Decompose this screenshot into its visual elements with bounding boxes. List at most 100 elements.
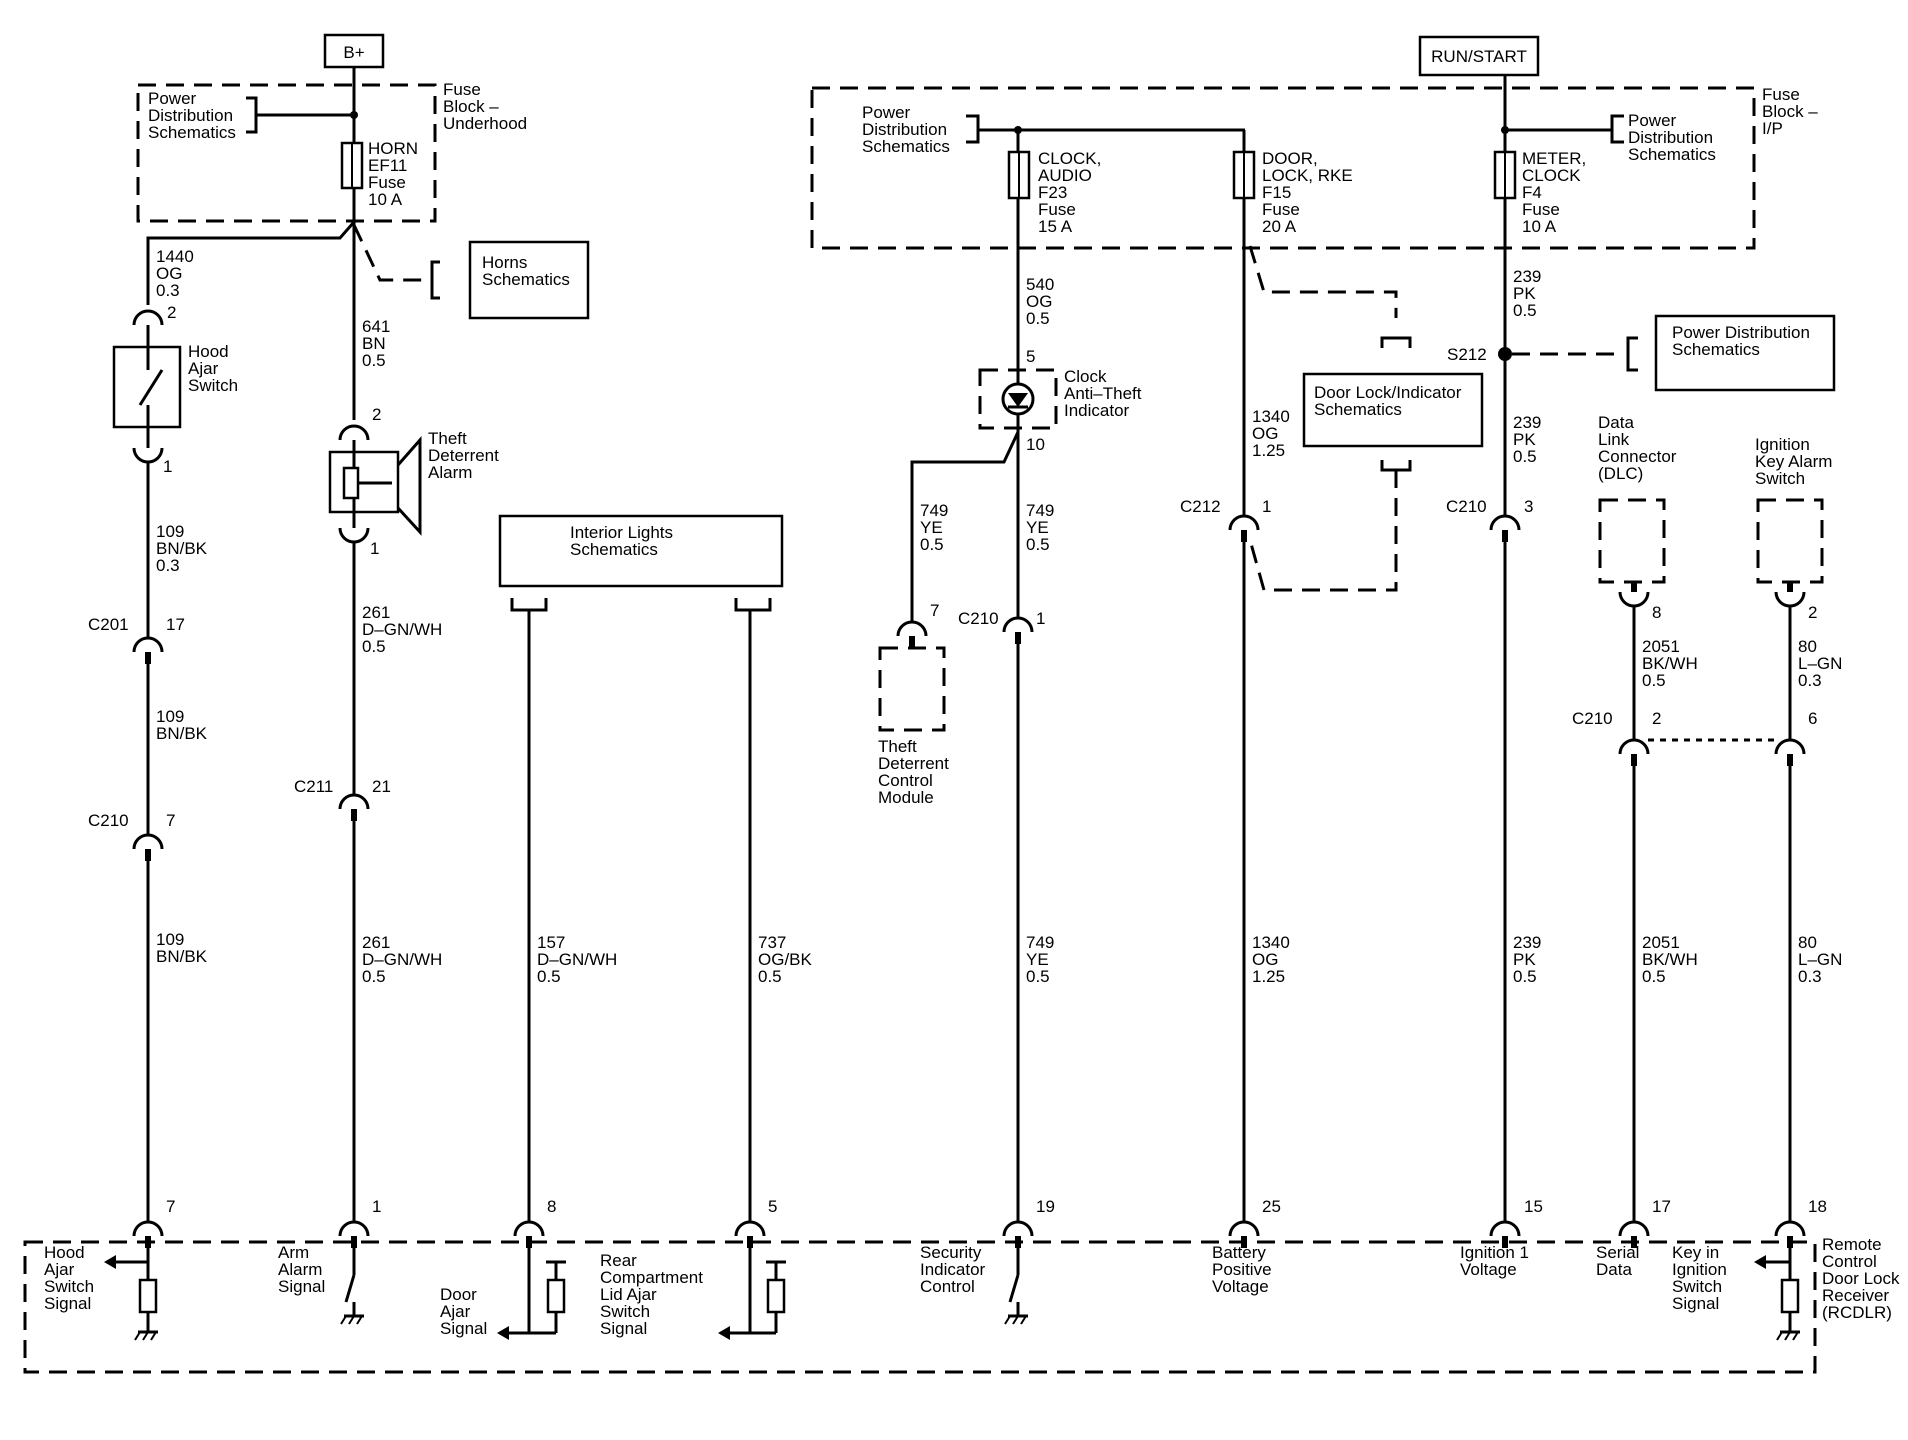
label-wires-w261a-1: D–GN/WH: [362, 620, 442, 639]
label-fuse_block_underhood-pds-0: Power: [148, 89, 197, 108]
label-pins-ind_bot: 10: [1026, 435, 1045, 454]
label-signals-hood-3: Signal: [44, 1294, 91, 1313]
label-connectors-c201: C201: [88, 615, 129, 634]
label-pins-c201_hood: 17: [166, 615, 185, 634]
label-fuse_block_ip-label-0: Fuse: [1762, 85, 1800, 104]
runstart-source: RUN/START: [1418, 35, 1540, 77]
label-fuse_block_underhood-horn_fuse-3: 10 A: [368, 190, 403, 209]
label-pins-hood_top: 2: [167, 303, 176, 322]
label-wires-w1340b-1: OG: [1252, 950, 1278, 969]
door-lock-indicator-ref: Door Lock/Indicator Schematics: [1248, 245, 1484, 592]
label-pins-r_batt: 25: [1262, 1197, 1281, 1216]
label-signals-security-0: Security: [920, 1243, 982, 1262]
clock-anti-theft-indicator: 5 Clock Anti–Theft Indicator 10: [978, 347, 1142, 454]
label-wires-w2051b-2: 0.5: [1642, 967, 1666, 986]
label-fuse_block_underhood-horn_fuse-1: EF11: [368, 156, 407, 175]
label-signals-battery-1: Positive: [1212, 1260, 1272, 1279]
label-connectors-c210: C210: [1572, 709, 1613, 728]
label-fuse_block_ip-meter_fuse-4: 10 A: [1522, 217, 1557, 236]
label-wires-w2051a-0: 2051: [1642, 637, 1680, 656]
label-components-theft_alarm-0: Theft: [428, 429, 467, 448]
label-wires-w540-0: 540: [1026, 275, 1054, 294]
label-pins-r_serial: 17: [1652, 1197, 1671, 1216]
label-connectors-c210: C210: [88, 811, 129, 830]
label-wires-w1440-2: 0.3: [156, 281, 180, 300]
label-wires-w737-2: 0.5: [758, 967, 782, 986]
label-components-rcdlr-0: Remote: [1822, 1235, 1882, 1254]
theft-deterrent-control-module: 7 Theft Deterrent Control Module: [878, 601, 949, 807]
label-signals-rear-4: Signal: [600, 1319, 647, 1338]
label-wires-w749c-0: 749: [1026, 933, 1054, 952]
label-signals-hood-1: Ajar: [44, 1260, 75, 1279]
label-wires-w749a-0: 749: [920, 501, 948, 520]
label-components-clock_indicator-0: Clock: [1064, 367, 1107, 386]
wire-749b-label: 749 YE 0.5: [1026, 501, 1054, 554]
label-components-hood_ajar_switch-2: Switch: [188, 376, 238, 395]
pds-ref-ip-right: Power Distribution Schematics: [1501, 111, 1716, 164]
label-connectors-c212: C212: [1180, 497, 1221, 516]
label-components-dlc-0: Data: [1598, 413, 1634, 432]
label-fuse_block_underhood-label-0: Fuse: [443, 80, 481, 99]
label-wires-w641-1: BN: [362, 334, 386, 353]
label-components-dlc-2: Connector: [1598, 447, 1677, 466]
wire-157-label: 157 D–GN/WH 0.5: [537, 933, 617, 986]
label-signals-security-2: Control: [920, 1277, 975, 1296]
door-ajar-signal-circuit: Door Ajar Signal: [440, 1248, 566, 1340]
label-components-hood_ajar_switch-1: Ajar: [188, 359, 219, 378]
wire-261b-label: 261 D–GN/WH 0.5: [362, 933, 442, 986]
wire-80b-label: 80 L–GN 0.3: [1798, 933, 1842, 986]
label-pins-r_rear: 5: [768, 1197, 777, 1216]
label-connectors-s212: S212: [1447, 345, 1487, 364]
label-components-interior_lights-1: Schematics: [570, 540, 658, 559]
label-components-door_lock_ref-0: Door Lock/Indicator: [1314, 383, 1462, 402]
label-fuse_block_ip-clock_fuse-2: F23: [1038, 183, 1067, 202]
label-components-rcdlr-2: Door Lock: [1822, 1269, 1900, 1288]
label-fuse_block_underhood-label-1: Block –: [443, 97, 499, 116]
label-fuse_block_underhood-pds-2: Schematics: [148, 123, 236, 142]
rear-compartment-signal-circuit: Rear Compartment Lid Ajar Switch Signal: [600, 1248, 786, 1340]
label-components-theft_alarm-1: Deterrent: [428, 446, 499, 465]
label-wires-w109a-2: 0.3: [156, 556, 180, 575]
label-wires-w261a-2: 0.5: [362, 637, 386, 656]
battery-voltage-label: Battery Positive Voltage: [1212, 1243, 1272, 1296]
label-fuse_block_ip-door_fuse-3: Fuse: [1262, 200, 1300, 219]
label-signals-rear-1: Compartment: [600, 1268, 703, 1287]
label-wires-w157-1: D–GN/WH: [537, 950, 617, 969]
fuse-block-underhood: Fuse Block – Underhood Power Distributio…: [136, 80, 527, 223]
label-fuse_block_ip-door_fuse-2: F15: [1262, 183, 1291, 202]
label-components-pds_splice-0: Power Distribution: [1672, 323, 1810, 342]
label-wires-w157-2: 0.5: [537, 967, 561, 986]
ignition-voltage-label: Ignition 1 Voltage: [1460, 1243, 1529, 1279]
label-components-dlc-1: Link: [1598, 430, 1630, 449]
fuse-block-ip: Fuse Block – I/P Power Distribution Sche…: [810, 85, 1818, 250]
label-pins-c210_80: 6: [1808, 709, 1817, 728]
label-wires-w1340a-0: 1340: [1252, 407, 1290, 426]
label-fuse_block_ip-door_fuse-4: 20 A: [1262, 217, 1297, 236]
wire-2051a-label: 2051 BK/WH 0.5: [1642, 637, 1698, 690]
wire-109c-label: 109 BN/BK: [156, 930, 208, 966]
ignition-key-alarm-switch: Ignition Key Alarm Switch 2: [1755, 435, 1832, 622]
label-wires-w749b-2: 0.5: [1026, 535, 1050, 554]
label-signals-rear-3: Switch: [600, 1302, 650, 1321]
label-wires-w2051a-2: 0.5: [1642, 671, 1666, 690]
splice-s212: S212 Power Distribution Schematics: [1447, 314, 1836, 392]
horn-fuse: HORN EF11 Fuse 10 A: [340, 139, 418, 209]
fuse-block-underhood-label: Fuse Block – Underhood: [443, 80, 527, 133]
connector-c212-1340: C212 1: [1180, 497, 1271, 542]
label-components-key_alarm-1: Key Alarm: [1755, 452, 1832, 471]
label-pins-dlc_pin: 8: [1652, 603, 1661, 622]
label-signals-key-0: Key in: [1672, 1243, 1719, 1262]
label-components-theft_module-1: Deterrent: [878, 754, 949, 773]
theft-deterrent-alarm: 2 Theft Deterrent Alarm 1: [328, 405, 499, 558]
label-wires-w109c-1: BN/BK: [156, 947, 208, 966]
label-fuse_block_ip-label-2: I/P: [1762, 119, 1783, 138]
label-pins-r_arm: 1: [372, 1197, 381, 1216]
label-components-key_alarm-0: Ignition: [1755, 435, 1810, 454]
label-components-interior_lights-0: Interior Lights: [570, 523, 673, 542]
serial-data-label: Serial Data: [1596, 1243, 1639, 1279]
wire-261a-label: 261 D–GN/WH 0.5: [362, 603, 442, 656]
wire-749c-label: 749 YE 0.5: [1026, 933, 1054, 986]
connector-c210-2051: C210 2: [1572, 709, 1661, 766]
label-components-theft_module-2: Control: [878, 771, 933, 790]
wire-80a-label: 80 L–GN 0.3: [1798, 637, 1842, 690]
